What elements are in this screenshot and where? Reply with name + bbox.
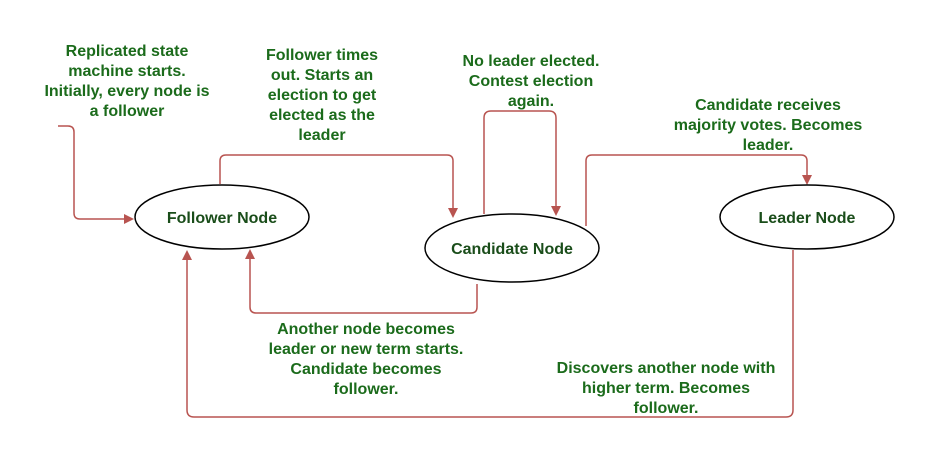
- leader-node-label: Leader Node: [759, 210, 856, 227]
- follower-node: Follower Node: [134, 184, 310, 250]
- label-no-leader: No leader elected. Contest election agai…: [462, 53, 600, 110]
- label-start: Replicated state machine starts. Initial…: [44, 43, 210, 120]
- leader-node: Leader Node: [719, 184, 895, 250]
- edge-leader-to-follower: [182, 250, 794, 418]
- edge-candidate-to-follower: [245, 249, 478, 314]
- label-majority: Candidate receives majority votes. Becom…: [673, 97, 863, 154]
- candidate-node: Candidate Node: [424, 213, 600, 283]
- label-higher-term: Discovers another node with higher term.…: [556, 360, 776, 417]
- label-timeout: Follower times out. Starts an election t…: [265, 47, 379, 144]
- edge-follower-to-candidate: [219, 154, 458, 218]
- edge-start-to-follower: [58, 125, 134, 224]
- edge-candidate-to-leader: [585, 154, 812, 226]
- edge-candidate-self-loop: [483, 110, 561, 216]
- label-another-leader: Another node becomes leader or new term …: [268, 321, 464, 398]
- follower-node-label: Follower Node: [167, 210, 277, 227]
- candidate-node-label: Candidate Node: [451, 241, 573, 258]
